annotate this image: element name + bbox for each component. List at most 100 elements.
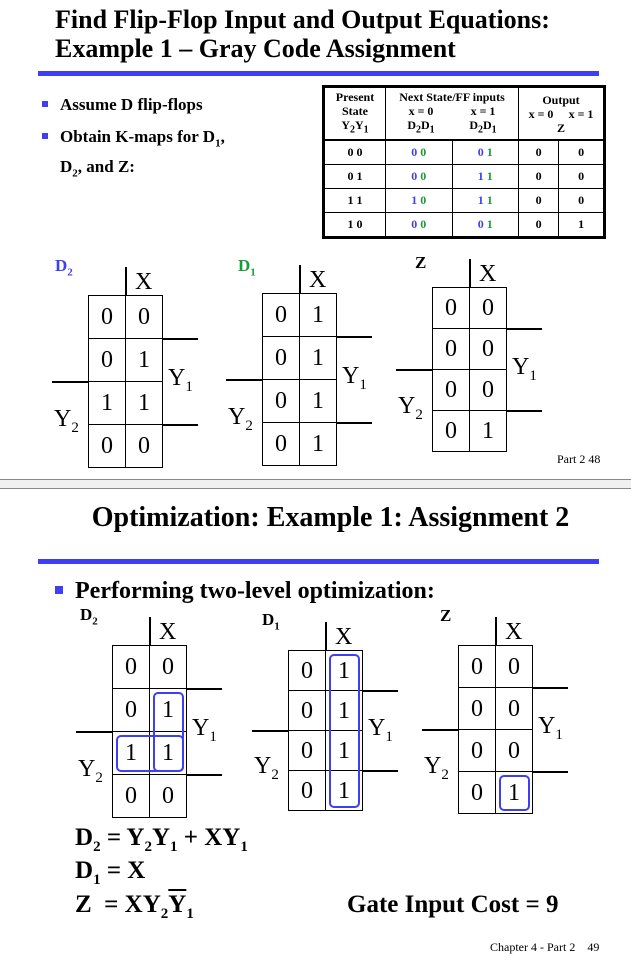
kmap-title: Z <box>440 606 452 625</box>
kmap-cell: 0 <box>149 645 187 689</box>
cell-x1: 1 1 <box>451 188 519 214</box>
y1-line <box>186 774 222 776</box>
kmap-cell: 1 <box>469 410 507 452</box>
kmap-cell: 1 <box>299 336 337 380</box>
kmap-cell: 0 <box>458 645 496 688</box>
cell-z1: 0 <box>558 139 605 166</box>
kmap-cell: 0 <box>112 774 150 818</box>
kmap-title: D2 <box>55 256 73 279</box>
kmap-cell: 0 <box>432 369 470 411</box>
x-divider-line <box>299 265 301 293</box>
kmap-cell: 1 <box>299 379 337 423</box>
cell-x0: 0 0 <box>385 212 453 239</box>
kmap-cell: 0 <box>112 688 150 732</box>
x-divider-line <box>125 267 127 295</box>
title-divider <box>38 71 599 76</box>
x-label: X <box>135 269 153 295</box>
y2-line <box>422 729 458 731</box>
bullet-icon <box>42 101 48 108</box>
cell-z1: 0 <box>558 188 605 214</box>
kmap-loop <box>499 775 530 811</box>
kmap-loop <box>329 654 360 808</box>
bullet-icon <box>42 133 48 140</box>
bullet-item: Assume D flip-flops <box>42 93 225 117</box>
kmap-cell: 0 <box>469 369 507 411</box>
title-divider <box>38 559 599 564</box>
equation-z: Z = XY2Y1 <box>75 891 194 922</box>
cell-z0: 0 <box>517 164 560 190</box>
cell-z0: 0 <box>517 139 560 166</box>
y2-label: Y2 <box>78 755 103 786</box>
kmap-cell: 1 <box>495 771 533 814</box>
kmap-cell: 0 <box>432 328 470 370</box>
kmap-cell: 0 <box>432 287 470 329</box>
y2-line <box>252 730 288 732</box>
y2-label: Y2 <box>398 392 423 423</box>
y2-line <box>226 379 262 381</box>
kmap-cell: 0 <box>495 687 533 730</box>
y1-label: Y1 <box>342 362 367 393</box>
bullet-item: Performing two-level optimization: <box>55 577 435 605</box>
x-label: X <box>159 619 177 645</box>
kmap-cell: 0 <box>458 729 496 772</box>
cell-state: 0 0 <box>323 139 386 166</box>
y1-line <box>336 336 372 338</box>
kmap-cell: 0 <box>288 730 326 771</box>
kmap-cell: 0 <box>458 771 496 814</box>
title-line: Example 1 – Gray Code Assignment <box>55 34 456 63</box>
kmap-loop <box>116 735 184 772</box>
slide2-footer: Chapter 4 - Part 2 49 <box>490 940 600 954</box>
kmap-cell: 1 <box>125 381 163 425</box>
cell-z1: 0 <box>558 164 605 190</box>
cell-x1: 0 1 <box>451 212 519 239</box>
kmap-cell: 0 <box>288 690 326 731</box>
cell-state: 0 1 <box>323 164 386 190</box>
y1-line <box>362 770 398 772</box>
x-divider-line <box>325 622 327 650</box>
cell-z1: 1 <box>558 212 605 239</box>
kmap-cell: 1 <box>88 381 126 425</box>
cell-z0: 0 <box>517 212 560 239</box>
y1-line <box>162 424 198 426</box>
kmap-cell: 0 <box>125 295 163 339</box>
x-divider-line <box>495 617 497 645</box>
kmap-cell: 0 <box>262 336 300 380</box>
y1-label: Y1 <box>538 713 563 743</box>
table-row: 0 0 0 0 0 1 0 0 <box>323 139 605 166</box>
slide-separator <box>0 479 631 489</box>
y2-label: Y2 <box>424 753 449 783</box>
kmap-cell: 1 <box>299 422 337 466</box>
kmap-cell: 0 <box>495 645 533 688</box>
y2-line <box>76 731 112 733</box>
equation-d1: D1 = X <box>75 857 146 888</box>
y1-line <box>186 688 222 690</box>
y1-line <box>336 422 372 424</box>
table-row: 1 1 1 0 1 1 0 0 <box>323 188 605 214</box>
kmap-title: D2 <box>80 605 98 628</box>
kmap-cell: 0 <box>88 295 126 339</box>
cell-x0: 0 0 <box>385 139 453 166</box>
kmap-cell: 0 <box>112 645 150 689</box>
kmap-cell: 0 <box>458 687 496 730</box>
table-row: 1 0 0 0 0 1 0 1 <box>323 212 605 239</box>
y1-label: Y1 <box>168 364 193 395</box>
y1-label: Y1 <box>192 714 217 745</box>
kmap-cell: 0 <box>149 774 187 818</box>
title-line: Find Flip-Flop Input and Output Equation… <box>55 5 550 34</box>
equation-d2: D2 = Y2Y1 + XY1 <box>75 824 248 855</box>
kmap-cell: 0 <box>125 424 163 468</box>
x-label: X <box>335 624 353 650</box>
cell-x1: 0 1 <box>451 139 519 166</box>
x-label: X <box>479 261 497 287</box>
cell-x0: 0 0 <box>385 164 453 190</box>
kmap-cell: 0 <box>469 328 507 370</box>
bullet-icon <box>55 586 63 595</box>
cell-x0: 1 0 <box>385 188 453 214</box>
kmap-cell: 0 <box>262 379 300 423</box>
kmap-cell: 0 <box>288 650 326 691</box>
cell-x1: 1 1 <box>451 164 519 190</box>
cell-z0: 0 <box>517 188 560 214</box>
